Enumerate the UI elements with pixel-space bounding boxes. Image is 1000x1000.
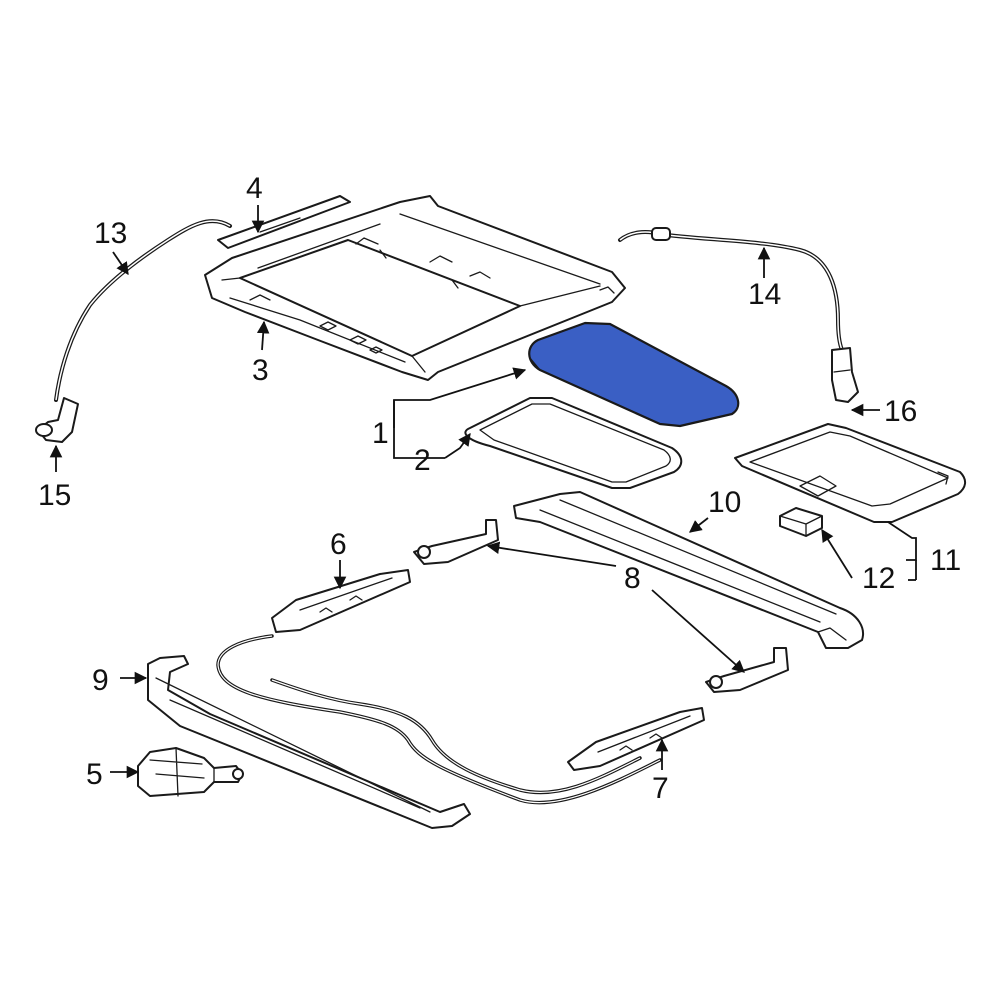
front-deflector-part[interactable] <box>217 195 351 249</box>
guide-bracket-lower-part[interactable] <box>705 647 789 693</box>
callout-14: 14 <box>748 278 781 311</box>
front-drain-hose-part[interactable] <box>54 219 232 402</box>
rear-crossmember-part[interactable] <box>513 491 864 649</box>
guide-bracket-upper-part[interactable] <box>413 519 499 565</box>
left-guide-rail-part[interactable] <box>271 569 411 633</box>
front-trim-part[interactable] <box>147 655 471 829</box>
callout-2: 2 <box>414 444 431 477</box>
rear-drain-elbow-part[interactable] <box>831 347 859 403</box>
sunshade-part[interactable] <box>734 423 966 523</box>
callout-labels: 1 2 3 4 5 6 7 8 9 10 11 12 13 14 15 16 <box>38 172 961 805</box>
callout-9: 9 <box>92 664 109 697</box>
leader-lines <box>49 205 917 779</box>
rear-drain-hose-part[interactable] <box>618 227 844 352</box>
sunroof-frame-part[interactable] <box>204 195 626 381</box>
callout-12: 12 <box>862 562 895 595</box>
callout-7: 7 <box>652 772 669 805</box>
glass-panel-part[interactable] <box>528 321 740 428</box>
sunshade-handle-part[interactable] <box>779 507 823 537</box>
sunroof-motor-part[interactable] <box>137 747 244 797</box>
callout-6: 6 <box>330 528 347 561</box>
callout-15: 15 <box>38 479 71 512</box>
callout-10: 10 <box>708 486 741 519</box>
callout-4: 4 <box>246 172 263 205</box>
drive-cable-part[interactable] <box>216 634 662 805</box>
callout-8: 8 <box>624 562 641 595</box>
callout-5: 5 <box>86 758 103 791</box>
callout-16: 16 <box>884 395 917 428</box>
callout-13: 13 <box>94 217 127 250</box>
right-guide-rail-part[interactable] <box>567 707 705 771</box>
callout-3: 3 <box>252 354 269 387</box>
drain-elbow-part[interactable] <box>35 397 79 443</box>
callout-1: 1 <box>372 417 389 450</box>
callout-11: 11 <box>930 544 961 577</box>
